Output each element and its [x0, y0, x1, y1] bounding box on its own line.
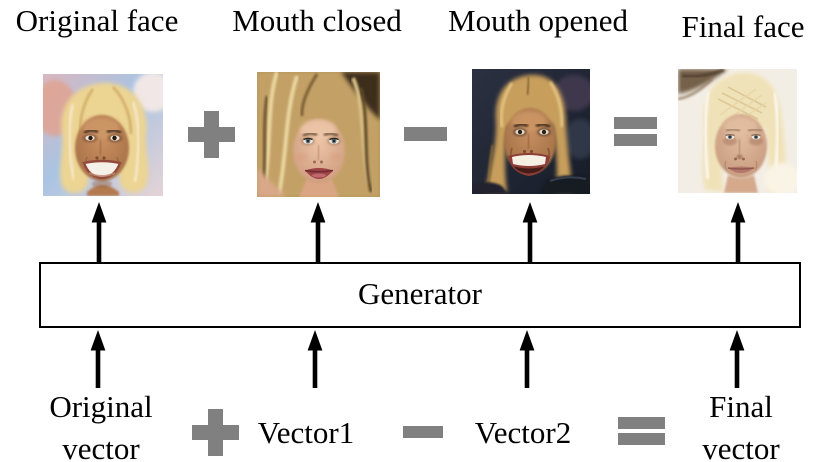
up-arrow-to-mouth-closed-face — [310, 202, 326, 262]
mouth-opened-label: Mouth opened — [448, 3, 628, 38]
original-vector-line1: Original — [49, 389, 153, 424]
vector1-line1: Vector1 — [257, 415, 355, 450]
original-face-label: Original face — [15, 3, 179, 38]
up-arrow-to-mouth-opened-face — [522, 202, 538, 262]
final-vector-line2: vector — [702, 431, 780, 462]
final-vector-label: Final vector — [702, 386, 779, 462]
generator-box: Generator — [39, 262, 801, 328]
original-face-photo — [43, 74, 163, 196]
generator-label: Generator — [358, 276, 482, 311]
original-vector-label: Original vector — [49, 386, 152, 462]
final-face-label: Final face — [681, 9, 805, 44]
vector2-line1: Vector2 — [474, 415, 572, 450]
original-vector-line2: vector — [62, 431, 140, 462]
mouth-closed-face-image — [257, 72, 380, 197]
up-arrow-to-final-face — [730, 202, 746, 262]
up-arrow-from-final-vector — [729, 330, 745, 388]
mouth-opened-face-photo — [472, 69, 590, 194]
up-arrow-to-original-face — [91, 202, 107, 262]
vector2-label: Vector2 — [475, 412, 571, 454]
up-arrow-from-original-vector — [90, 330, 106, 388]
equals-operator-icon-top — [614, 117, 657, 146]
mouth-closed-label: Mouth closed — [232, 3, 402, 38]
mouth-opened-face-image — [472, 69, 590, 194]
equals-operator-icon-bottom — [618, 417, 665, 445]
final-face-image — [678, 69, 797, 193]
original-face-image — [43, 74, 163, 196]
vector1-label: Vector1 — [258, 412, 354, 454]
up-arrow-from-vector2 — [519, 330, 535, 388]
mouth-closed-face-photo — [257, 72, 380, 197]
final-vector-line1: Final — [709, 389, 773, 424]
final-face-photo — [678, 69, 797, 193]
up-arrow-from-vector1 — [307, 330, 323, 388]
plus-operator-icon-bottom — [192, 409, 239, 456]
plus-operator-icon-top — [188, 111, 235, 158]
minus-operator-icon-bottom — [403, 426, 443, 438]
minus-operator-icon-top — [404, 127, 447, 141]
